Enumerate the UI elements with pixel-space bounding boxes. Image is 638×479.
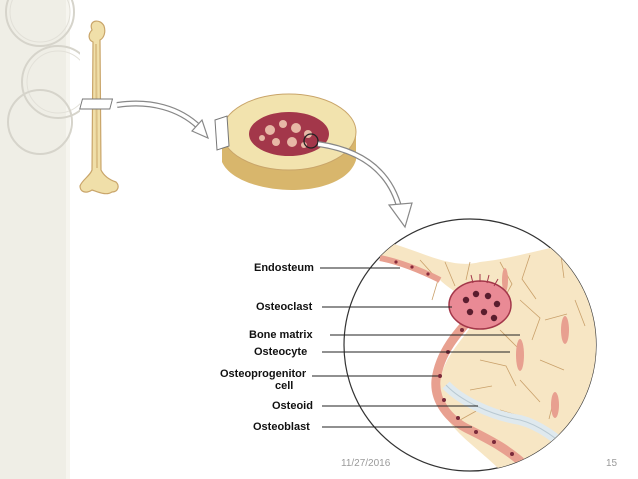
decorative-circles (5, 0, 80, 155)
label-bone-matrix: Bone matrix (249, 329, 313, 341)
magnified-bone-tissue (343, 218, 597, 472)
arrow-to-magnified-view (317, 141, 413, 229)
bone-cross-section (214, 93, 357, 190)
slide-page-number: 15 (606, 458, 618, 469)
label-osteoid: Osteoid (272, 400, 313, 412)
label-osteoprogenitor-line1: Osteoprogenitor (220, 368, 307, 380)
slide-side-band (0, 0, 66, 479)
label-endosteum: Endosteum (254, 262, 314, 274)
slide-date: 11/27/2016 (341, 458, 391, 469)
long-bone (79, 20, 119, 195)
leader-lines (312, 267, 520, 428)
label-osteocyte: Osteocyte (254, 346, 308, 358)
osteoclast-cell (448, 274, 512, 330)
label-osteoprogenitor-line2: cell (275, 380, 294, 392)
slide-side-band-edge (66, 0, 70, 479)
label-osteoblast: Osteoblast (253, 421, 310, 433)
arrow-to-cross-section (116, 100, 209, 140)
label-osteoclast: Osteoclast (256, 301, 313, 313)
